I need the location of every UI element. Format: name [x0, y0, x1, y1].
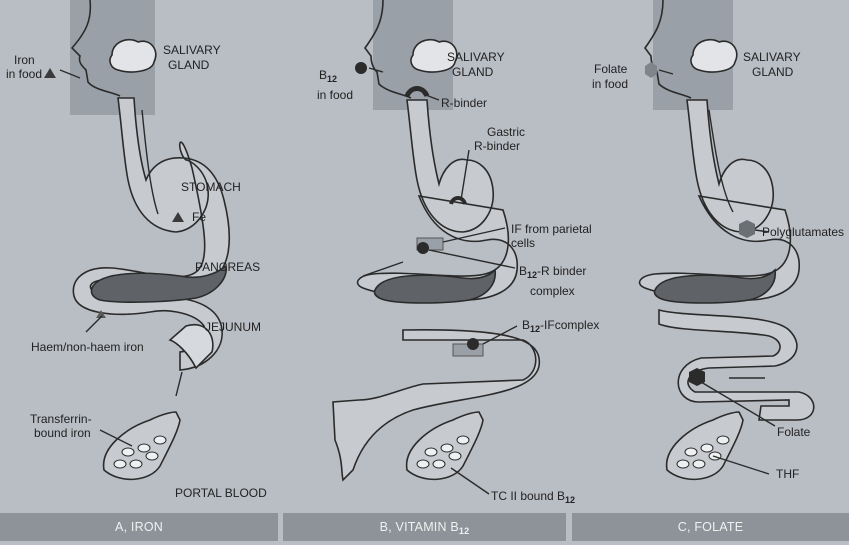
label-bound-iron: bound iron	[34, 426, 91, 440]
leader-gastric	[460, 149, 470, 201]
label-jejunum: JEJUNUM	[205, 320, 261, 334]
label-b12-in-food: in food	[317, 88, 354, 102]
label-salivary: SALIVARY	[163, 43, 221, 57]
label-haem: Haem/non-haem iron	[31, 340, 144, 354]
arrow-food-entry	[59, 69, 81, 79]
polyglutamate-hexagon	[739, 220, 755, 238]
vessel-holes	[676, 435, 730, 469]
haem-triangle-marker	[96, 310, 106, 318]
label-gland: GLAND	[452, 65, 494, 79]
label-in-food: in food	[6, 67, 43, 81]
label-iron: Iron	[14, 53, 35, 67]
face-profile	[364, 0, 412, 99]
fe-triangle-marker	[172, 212, 184, 222]
label-complex: complex	[530, 284, 575, 298]
leader-polyglutamates	[754, 229, 770, 233]
face-profile	[70, 0, 121, 97]
label-folate-food: Folate	[594, 62, 628, 76]
label-fe: Fe	[192, 210, 207, 224]
label-salivary: SALIVARY	[743, 50, 801, 64]
vessel-holes	[113, 435, 167, 469]
leader-folate	[700, 381, 776, 427]
panel-b12-illustration	[332, 0, 541, 495]
vessel-holes	[416, 435, 470, 469]
panel-folate-illustration	[638, 0, 815, 481]
intestine-loop	[332, 328, 541, 482]
label-transferrin: Transferrin-	[30, 412, 92, 426]
r-binder-marker	[404, 86, 430, 98]
label-gland: GLAND	[168, 58, 210, 72]
label-r-binder: R-binder	[441, 96, 488, 110]
arrow-food-entry	[658, 69, 674, 75]
b12-if-complex-dot	[467, 338, 479, 350]
label-b12: B12	[319, 68, 338, 84]
label-salivary: SALIVARY	[447, 50, 505, 64]
arrow-into-pancreas	[362, 261, 404, 277]
arrow-food-entry	[368, 67, 384, 73]
leader-if	[442, 227, 506, 243]
arrow-to-jejunum	[175, 371, 183, 397]
label-stomach: STOMACH	[181, 180, 241, 194]
label-if-parietal: IF from parietal	[511, 222, 592, 236]
salivary-gland	[410, 38, 458, 73]
label-gastric: Gastric	[487, 125, 526, 139]
leader-r-binder	[422, 93, 440, 101]
label-polyglutamates: Polyglutamates	[762, 225, 845, 239]
label-b12-r-complex: B12-R binder	[519, 264, 587, 280]
leader-if-complex	[482, 325, 518, 345]
leader-haem	[85, 315, 103, 333]
folate-food-hexagon	[645, 62, 657, 78]
leader-transferrin	[99, 429, 133, 447]
caption-vitamin-b12: B, VITAMIN B12	[283, 513, 566, 541]
label-portal-blood: PORTAL BLOOD	[175, 486, 267, 500]
caption-iron: A, IRON	[0, 513, 278, 541]
b12-food-dot	[355, 62, 367, 74]
caption-folate: C, FOLATE	[572, 513, 849, 541]
arrow-down-oesophagus	[141, 109, 159, 215]
pancreas	[90, 264, 227, 303]
label-b12-if-complex: B12-IFcomplex	[522, 318, 600, 334]
label-folate: Folate	[777, 425, 811, 439]
b12-r-complex-dot	[417, 242, 429, 254]
leader-tc	[450, 467, 490, 495]
arrow-down-oesophagus	[708, 109, 734, 213]
pancreas	[373, 268, 496, 304]
panel-iron-illustration	[44, 0, 230, 481]
iron-triangle-marker	[44, 68, 56, 78]
leader-complex	[428, 249, 516, 269]
label-cells: cells	[511, 236, 536, 250]
leader-thf	[712, 455, 770, 475]
salivary-gland	[109, 38, 157, 73]
label-gastric-r-binder: R-binder	[474, 139, 521, 153]
folate-hexagon	[689, 368, 705, 386]
gi-tract	[638, 99, 815, 421]
gastric-r-binder-marker	[449, 196, 467, 205]
pancreas	[653, 268, 776, 304]
label-folate-in-food: in food	[592, 77, 629, 91]
label-thf: THF	[776, 467, 800, 481]
jejunum	[168, 323, 214, 370]
label-pancreas: PANCREAS	[195, 260, 261, 274]
label-gland: GLAND	[752, 65, 794, 79]
label-tc-ii: TC II bound B12	[491, 489, 576, 505]
salivary-gland	[690, 38, 738, 73]
